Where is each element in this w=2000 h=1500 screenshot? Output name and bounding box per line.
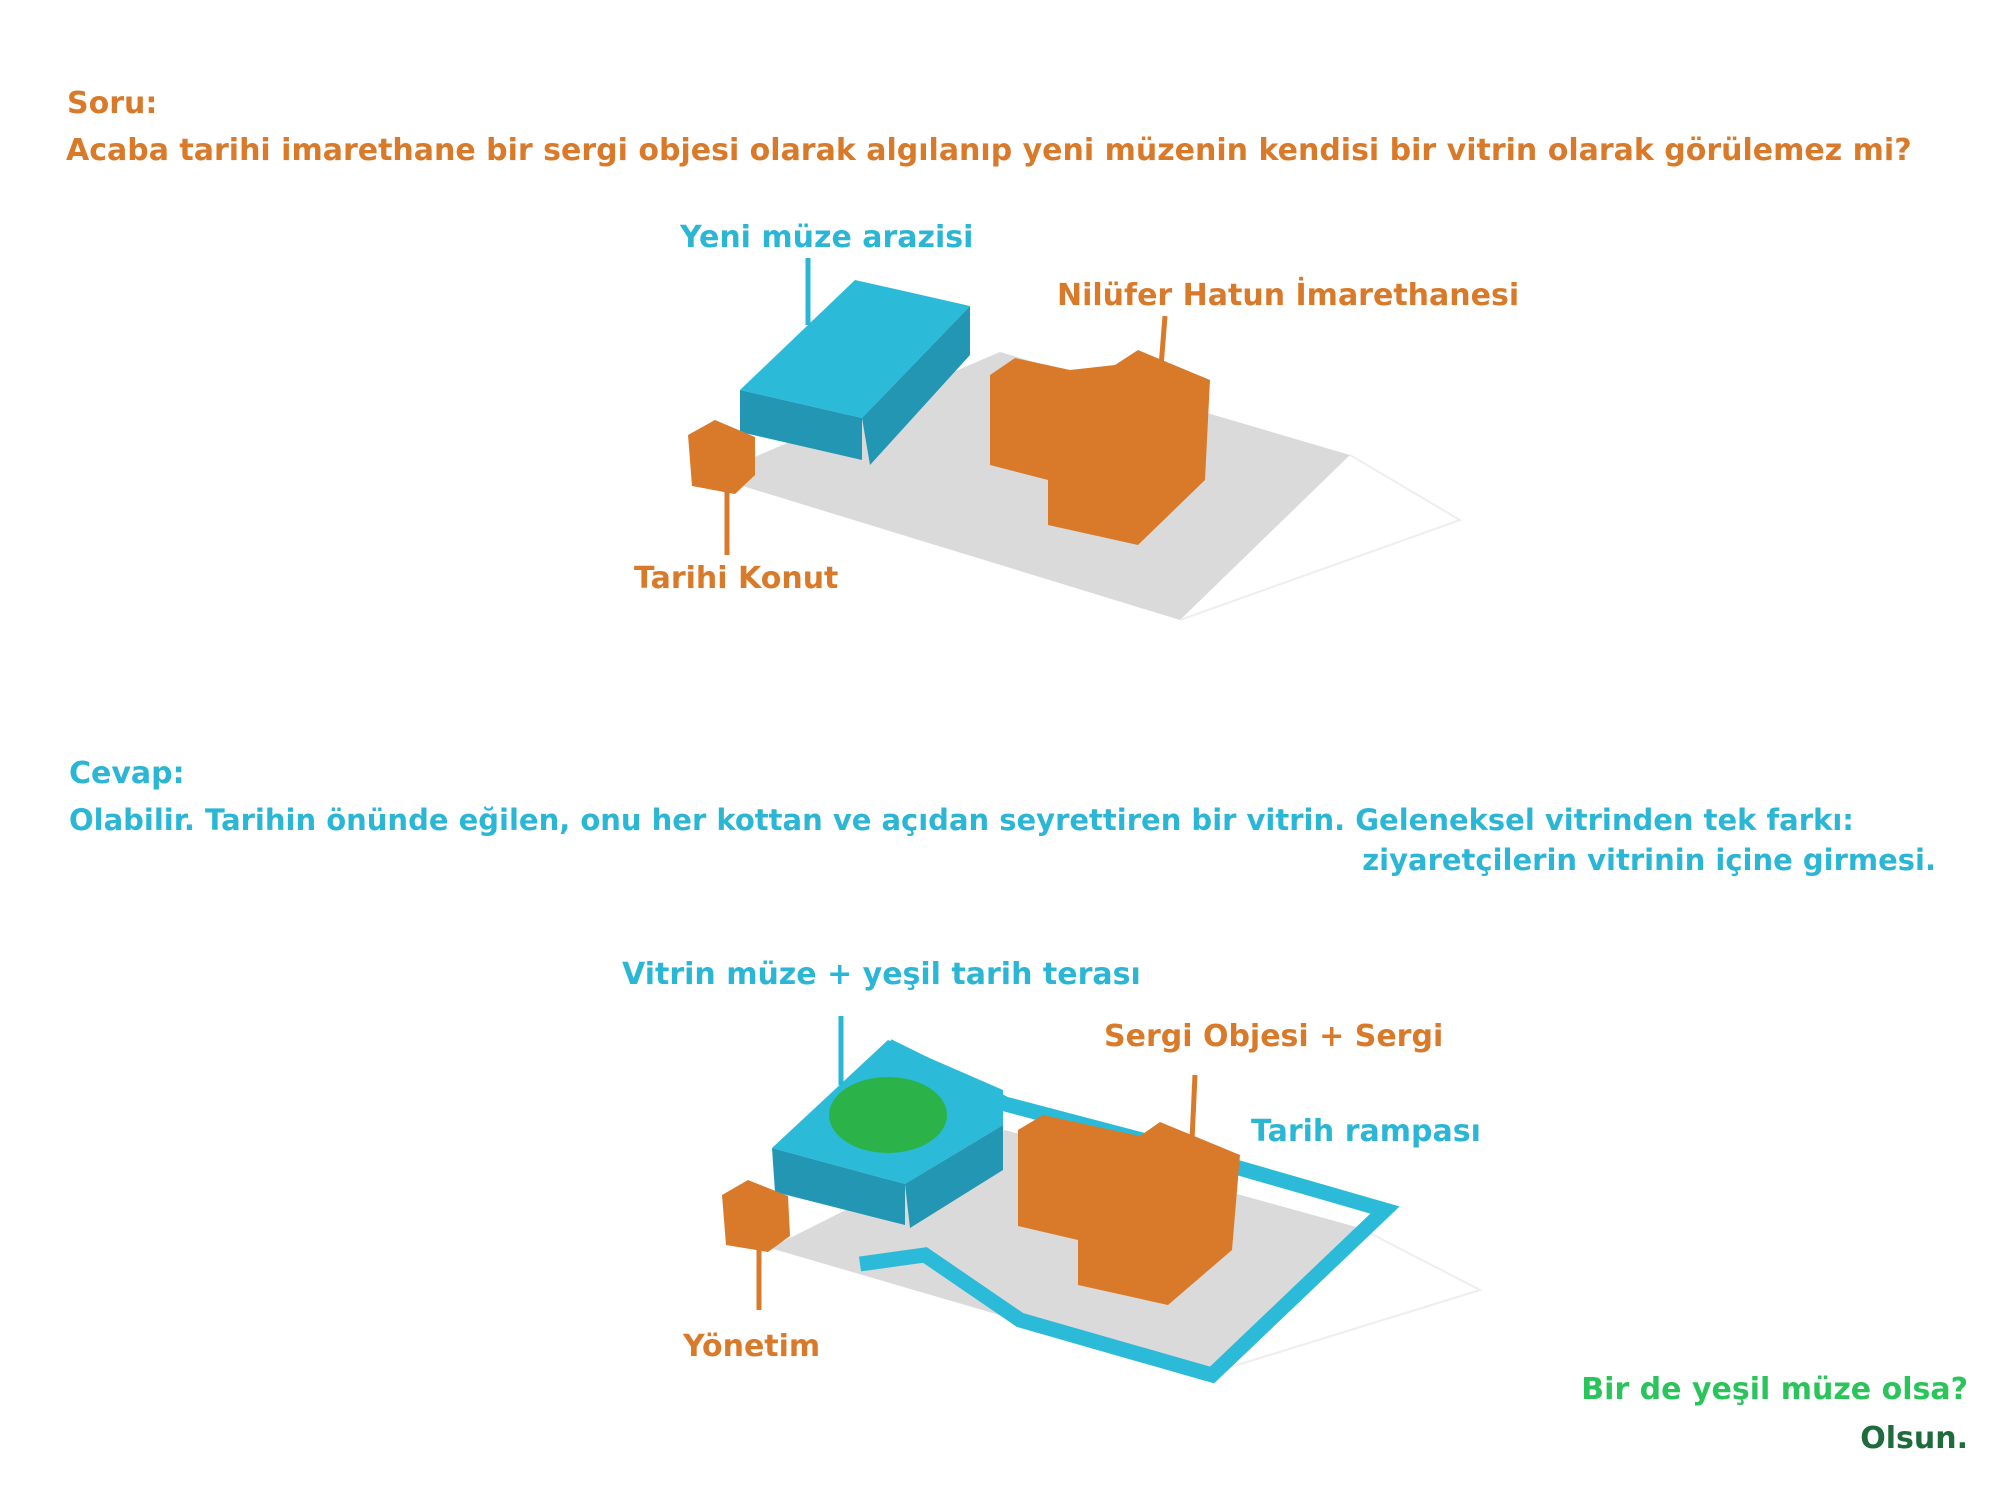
answer-label: Cevap:	[69, 756, 185, 791]
new-museum-block-top	[740, 280, 970, 418]
leader-line-imarethane	[1157, 315, 1168, 381]
management-building	[722, 1180, 790, 1252]
vitrin-museum-block-side	[905, 1125, 1003, 1228]
question-label: Soru:	[67, 86, 158, 121]
footer-answer: Olsun.	[1860, 1421, 1968, 1456]
site-ground-2-faint-edge	[1204, 1227, 1483, 1376]
green-terrace-circle	[829, 1077, 947, 1153]
label-new-museum-site: Yeni müze arazisi	[680, 220, 974, 255]
vitrin-museum-block-front	[772, 1148, 905, 1225]
label-historic-house: Tarihi Konut	[634, 561, 839, 596]
answer-line-1: Olabilir. Tarihin önünde eğilen, onu her…	[69, 803, 1854, 837]
label-imarethane: Nilüfer Hatun İmarethanesi	[1057, 278, 1520, 313]
site-ground-1-faint-edge	[1179, 454, 1463, 621]
label-exhibit-object: Sergi Objesi + Sergi	[1104, 1019, 1444, 1054]
diagram-1	[688, 258, 1463, 621]
new-museum-block-side	[862, 306, 970, 465]
exhibit-object-building	[1018, 1115, 1240, 1305]
footer-question: Bir de yeşil müze olsa?	[1581, 1372, 1968, 1407]
imarethane-building	[990, 350, 1210, 545]
label-history-ramp: Tarih rampası	[1251, 1114, 1481, 1149]
answer-line-2: ziyaretçilerin vitrinin içine girmesi.	[1362, 843, 1936, 877]
history-ramp-band	[858, 1039, 1400, 1384]
historic-house	[688, 420, 755, 494]
label-management: Yönetim	[683, 1329, 821, 1364]
new-museum-block-front	[740, 390, 862, 460]
question-text: Acaba tarihi imarethane bir sergi objesi…	[66, 133, 1912, 168]
leader-line-exhibit	[1189, 1074, 1198, 1141]
label-vitrin-museum: Vitrin müze + yeşil tarih terası	[622, 957, 1141, 992]
diagram-2	[722, 1016, 1483, 1384]
